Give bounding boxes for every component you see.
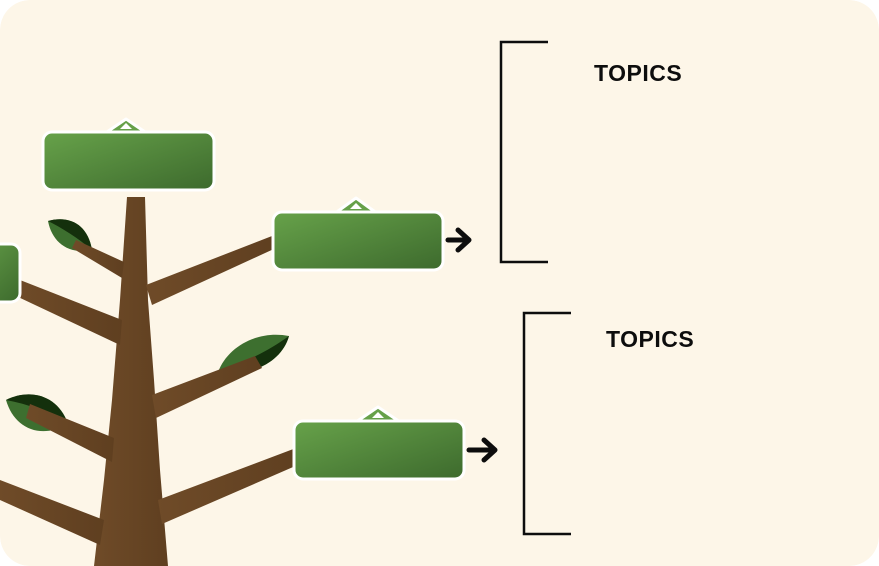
arrow-right-icon: [445, 227, 472, 253]
label-box-low-right: [292, 405, 466, 481]
tree-trunk: [0, 197, 300, 566]
label-box-top: [41, 117, 216, 192]
label-box-left-partial: [0, 242, 22, 304]
topics-title-1: TOPICS: [594, 60, 683, 86]
label-box-mid-right: [271, 196, 445, 272]
arrow-right-icon: [466, 437, 498, 463]
bracket-group-2: [522, 311, 571, 536]
topics-title-2: TOPICS: [606, 326, 695, 352]
bracket-group-1: [499, 40, 548, 264]
